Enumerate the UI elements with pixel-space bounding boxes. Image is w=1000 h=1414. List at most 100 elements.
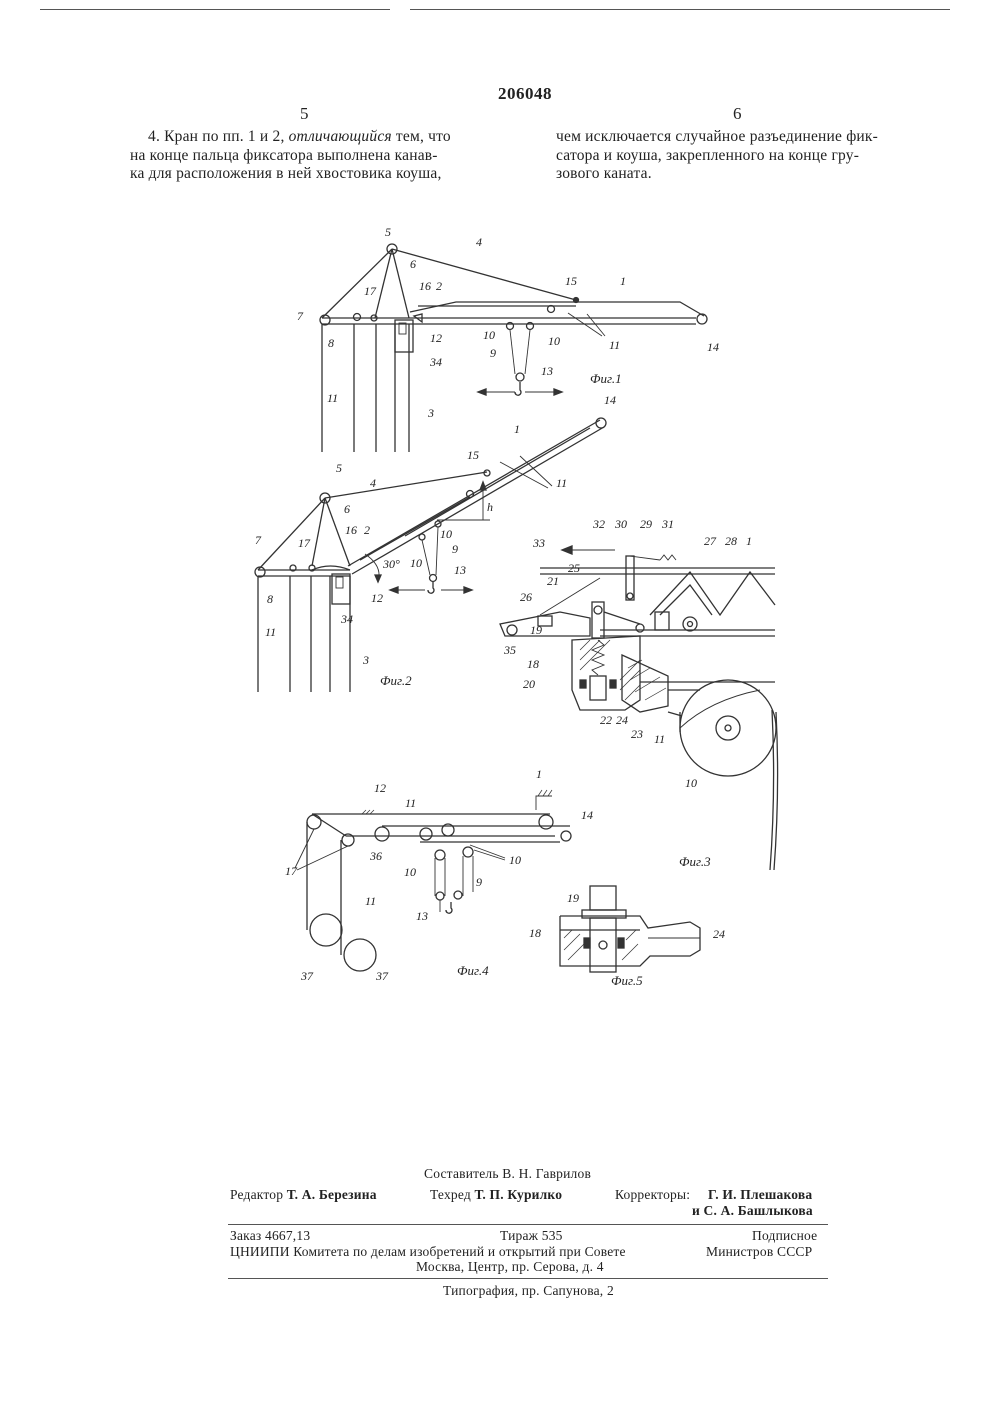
fig1-caption: Фиг.1 [590,371,622,386]
fig2-caption: Фиг.2 [380,673,412,688]
footer-rule-1 [228,1224,828,1225]
patent-drawings: 5 4 6 15 1 16 2 17 7 8 12 34 10 10 9 11 … [0,0,1000,1100]
fig2-label: 9 [452,542,458,556]
fig3-label: 22 [600,713,612,727]
fig2-label: 17 [298,536,311,550]
fig5-label: 18 [529,926,541,940]
fig4-label: 37 [375,969,389,983]
fig2-label: 10 [440,527,452,541]
fig4-label: 14 [581,808,593,822]
fig3-label: 29 [640,517,652,531]
fig2-label: 3 [362,653,369,667]
fig4-label: 10 [509,853,521,867]
fig3-label: 10 [685,776,697,790]
fig3-label: 20 [523,677,535,691]
fig2-label: 30° [382,557,400,571]
figure-5: 19 18 24 Фиг.5 [529,886,725,988]
correctors-label: Корректоры: [615,1187,690,1203]
institute: ЦНИИПИ Комитета по делам изобретений и о… [230,1244,626,1260]
fig3-label: 31 [661,517,674,531]
fig2-label: 6 [344,502,350,516]
footer-rule-2 [228,1278,828,1279]
order-number: Заказ 4667,13 [230,1228,310,1244]
fig1-label: 14 [707,340,719,354]
fig3-label: 30 [614,517,627,531]
fig4-label: 9 [476,875,482,889]
fig3-label: 28 [725,534,737,548]
compiler-line: Составитель В. Н. Гаврилов [424,1166,591,1182]
fig5-label: 24 [713,927,725,941]
fig2-label: 7 [255,533,262,547]
fig1-label: 11 [327,391,338,405]
fig2-label: 2 [364,523,370,537]
address: Москва, Центр, пр. Серова, д. 4 [416,1259,604,1275]
fig2-label: 11 [556,476,567,490]
fig5-caption: Фиг.5 [611,973,643,988]
fig1-label: 12 [430,331,442,345]
fig3-label: 25 [568,561,580,575]
figure-2: 14 1 15 11 5 4 h 6 10 16 2 9 17 7 30° 13… [255,393,616,692]
fig3-label: 33 [532,536,545,550]
fig1-label: 15 [565,274,577,288]
fig2-label: 11 [265,625,276,639]
fig1-label: 3 [427,406,434,420]
fig3-label: 11 [654,732,665,746]
fig3-label: 24 [616,713,628,727]
fig4-label: 10 [404,865,416,879]
fig2-label: 14 [604,393,616,407]
fig3-label: 27 [704,534,717,548]
figure-4: 1 12 11 14 36 10 10 17 9 11 13 37 37 Фиг… [285,767,593,983]
fig2-label: 10 [410,556,422,570]
fig4-label: 37 [300,969,314,983]
fig1-label: 2 [436,279,442,293]
fig1-label: 9 [490,346,496,360]
circulation: Тираж 535 [500,1228,563,1244]
fig2-label: 34 [340,612,353,626]
fig3-label: 26 [520,590,532,604]
fig4-label: 17 [285,864,298,878]
fig1-label: 6 [410,257,416,271]
fig4-label: 13 [416,909,428,923]
fig2-label: 4 [370,476,376,490]
figure-1: 5 4 6 15 1 16 2 17 7 8 12 34 10 10 9 11 … [297,225,719,452]
subscription: Подписное [752,1228,817,1244]
techred-credit: Техред Т. П. Курилко [430,1187,562,1203]
fig2-label: 12 [371,591,383,605]
editor-credit: Редактор Т. А. Березина [230,1187,377,1203]
fig1-label: 4 [476,235,482,249]
fig1-label: 8 [328,336,334,350]
fig2-label: 1 [514,422,520,436]
fig3-label: 32 [592,517,605,531]
fig4-label: 11 [405,796,416,810]
fig2-label: 5 [336,461,342,475]
fig3-label: 18 [527,657,539,671]
fig1-label: 17 [364,284,377,298]
corrector-2: и С. А. Башлыкова [692,1203,813,1219]
fig1-label: 13 [541,364,553,378]
corrector-1: Г. И. Плешакова [708,1187,812,1203]
fig1-label: 5 [385,225,391,239]
fig4-caption: Фиг.4 [457,963,489,978]
fig2-label: h [487,500,493,514]
fig4-label: 11 [365,894,376,908]
fig3-label: 1 [746,534,752,548]
fig1-label: 34 [429,355,442,369]
fig4-label: 36 [369,849,382,863]
fig1-label: 1 [620,274,626,288]
printing-house: Типография, пр. Сапунова, 2 [443,1283,614,1299]
fig2-label: 8 [267,592,273,606]
fig1-label: 7 [297,309,304,323]
fig2-label: 13 [454,563,466,577]
fig2-label: 15 [467,448,479,462]
fig3-label: 19 [530,623,542,637]
fig3-label: 21 [547,574,559,588]
fig3-caption: Фиг.3 [679,854,711,869]
fig5-label: 19 [567,891,579,905]
fig1-label: 10 [483,328,495,342]
fig1-label: 16 [419,279,431,293]
fig1-label: 11 [609,338,620,352]
ministry: Министров СССР [706,1244,812,1260]
fig4-label: 12 [374,781,386,795]
fig3-label: 35 [503,643,516,657]
fig1-label: 10 [548,334,560,348]
